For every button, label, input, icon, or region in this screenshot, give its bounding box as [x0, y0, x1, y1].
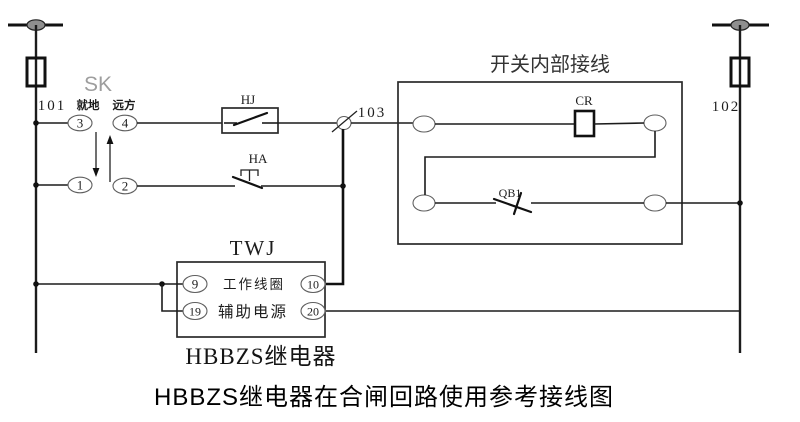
twj-terminal-10-label: 10	[307, 278, 319, 292]
diagram-caption: HBBZS继电器在合闸回路使用参考接线图	[154, 384, 614, 411]
box-terminal-top-left	[412, 115, 436, 133]
twj-terminal-20-label: 20	[307, 305, 319, 319]
hj-contact-label: HJ	[241, 92, 255, 107]
node-103-slash	[331, 110, 358, 133]
relay-name-label: HBBZS继电器	[185, 344, 336, 369]
sk-remote-label: 远方	[113, 98, 136, 112]
qb1-contact-label: QB1	[499, 186, 522, 200]
sk-arrow-up-icon	[106, 135, 114, 144]
left-fuse-icon	[25, 56, 47, 88]
cr-coil-icon	[573, 109, 596, 138]
hj-contact-box	[221, 107, 279, 134]
twj-terminal-9-label: 9	[192, 277, 199, 292]
cr-coil-label: CR	[575, 93, 593, 108]
twj-row1-label: 工作线圈	[223, 277, 285, 292]
twj-terminal-20	[300, 301, 326, 321]
sk-terminal-1-label: 1	[77, 178, 84, 193]
bus-left-label: 101	[38, 98, 67, 114]
junction-dot	[737, 200, 743, 206]
bus-right-label: 102	[712, 99, 741, 115]
wire-top-to-bottom-row	[424, 131, 656, 195]
twj-terminal-19-label: 19	[189, 305, 201, 319]
twj-terminal-19	[182, 301, 208, 321]
qb1-contact-blade	[492, 197, 533, 214]
sk-terminal-2-label: 2	[122, 179, 129, 194]
sk-local-label: 就地	[77, 98, 100, 112]
wire-103-to-twj10	[326, 129, 345, 286]
ha-button-label: HA	[249, 151, 268, 166]
box-terminal-top-right	[643, 114, 667, 132]
right-fuse-icon	[729, 56, 751, 88]
sk-arrow-down-icon	[92, 168, 100, 177]
switch-box-title: 开关内部接线	[490, 53, 610, 76]
sk-terminal-3	[67, 114, 93, 132]
twj-label: TWJ	[230, 236, 277, 260]
sk-switch-label: SK	[84, 73, 112, 96]
twj-row2-label: 辅助电源	[218, 303, 288, 321]
sk-terminal-1	[67, 176, 93, 194]
box-terminal-bottom-right	[643, 194, 667, 212]
sk-terminal-4-label: 4	[122, 116, 129, 131]
junction-dot	[33, 182, 39, 188]
ha-contact-blade	[231, 175, 264, 190]
node-103-label: 103	[358, 105, 387, 121]
twj-box	[176, 261, 326, 338]
wire-branch-to-t19	[161, 284, 183, 312]
twj-terminal-10	[300, 274, 326, 294]
wire-cr-to-terminal	[593, 122, 645, 125]
box-terminal-bottom-left	[412, 194, 436, 212]
hj-contact-blade	[232, 111, 269, 127]
sk-terminal-3-label: 3	[77, 116, 84, 131]
qb1-contact-tick	[512, 191, 523, 216]
twj-terminal-9	[182, 274, 208, 294]
junction-dot	[33, 281, 39, 287]
junction-dot	[33, 120, 39, 126]
switch-internal-box	[397, 81, 683, 245]
